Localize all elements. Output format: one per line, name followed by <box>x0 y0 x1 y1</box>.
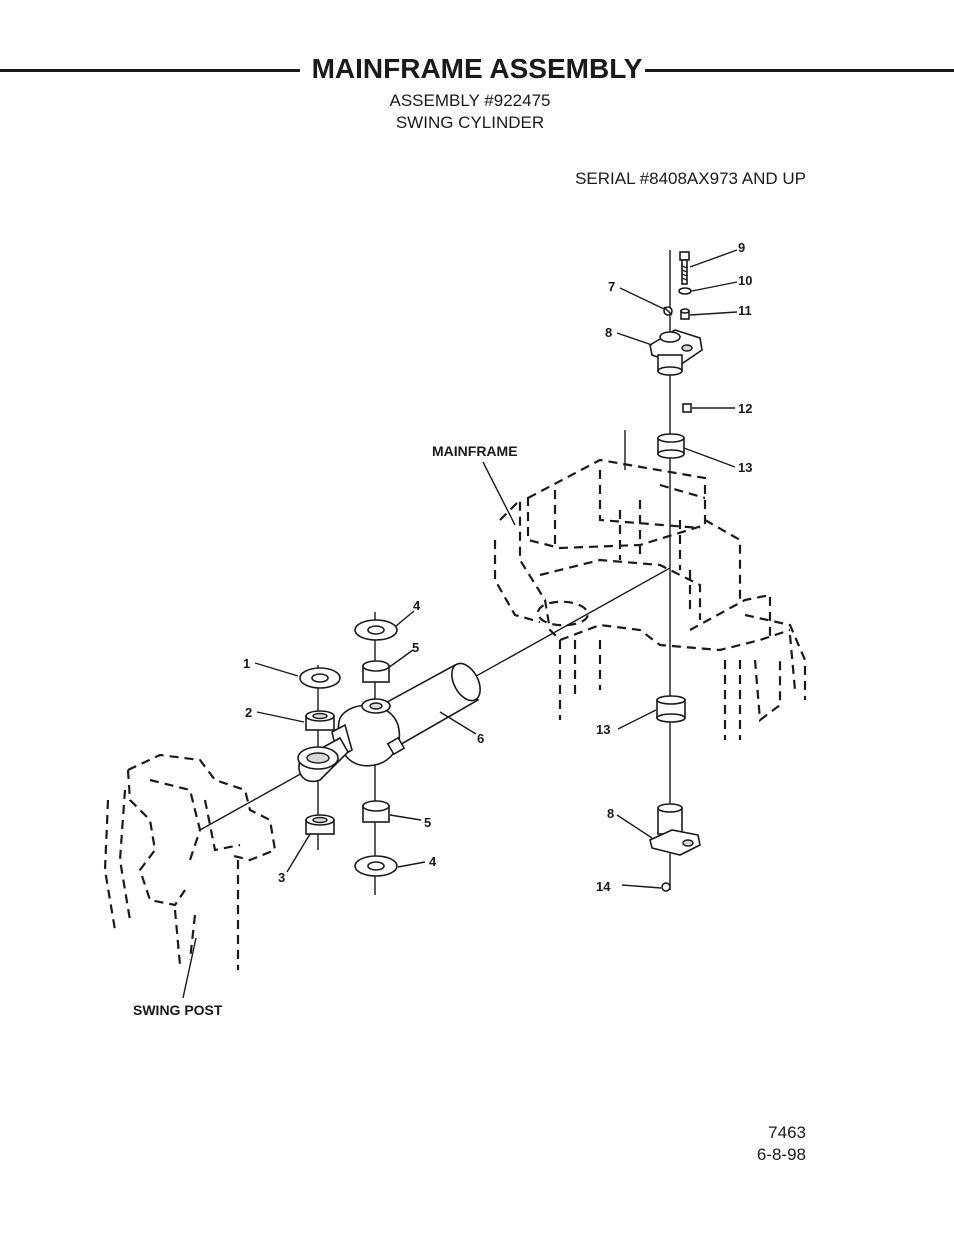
drawing-number: 7463 <box>768 1123 806 1142</box>
label-mainframe: MAINFRAME <box>432 443 518 459</box>
drawing-date: 6-8-98 <box>756 1145 806 1164</box>
part-3-bushing <box>305 814 335 835</box>
leader-lines <box>182 249 738 999</box>
swing-post-phantom <box>103 753 277 970</box>
part-12-nut <box>682 403 692 413</box>
callout-10: 10 <box>738 273 752 288</box>
part-4-washer-bottom <box>354 855 398 877</box>
callout-2: 2 <box>245 705 252 720</box>
part-13-bushing-top <box>657 433 685 459</box>
page-title: MAINFRAME ASSEMBLY <box>0 53 954 85</box>
part-10-washer <box>678 287 692 295</box>
callout-8-top: 8 <box>605 325 612 340</box>
part-2-bushing <box>305 710 335 731</box>
mainframe-phantom <box>493 458 807 740</box>
part-5-bushing-top <box>362 660 390 683</box>
part-14-fitting <box>661 882 671 892</box>
assembly-number: ASSEMBLY #922475 <box>389 91 551 110</box>
callout-5-bottom: 5 <box>424 815 431 830</box>
callout-14: 14 <box>596 879 611 894</box>
callout-4-bottom: 4 <box>429 854 437 869</box>
part-1-washer <box>299 667 341 689</box>
assembly-subtitle: SWING CYLINDER <box>395 113 545 132</box>
title-rule-left <box>0 69 300 72</box>
callout-1: 1 <box>243 656 250 671</box>
callout-11: 11 <box>738 303 752 318</box>
part-4-washer-top <box>354 619 398 641</box>
rod-end <box>297 736 349 782</box>
callout-3: 3 <box>278 870 285 885</box>
page-title-text: MAINFRAME ASSEMBLY <box>308 53 646 84</box>
part-8-pin-top <box>649 329 703 376</box>
part-11-spacer <box>680 308 690 320</box>
callout-13-top: 13 <box>738 460 752 475</box>
callout-13-bottom: 13 <box>596 722 610 737</box>
callout-8-bottom: 8 <box>607 806 614 821</box>
callout-4-top: 4 <box>413 598 421 613</box>
part-13-bushing-bottom <box>656 695 686 723</box>
part-6-swing-cylinder <box>331 662 481 767</box>
callout-6: 6 <box>477 731 484 746</box>
callout-12: 12 <box>738 401 752 416</box>
part-8-pin-bottom <box>649 803 701 856</box>
label-swing-post: SWING POST <box>133 1002 223 1018</box>
part-5-bushing-bottom <box>362 800 390 823</box>
callout-5-top: 5 <box>412 640 419 655</box>
callout-7: 7 <box>608 279 615 294</box>
part-9-bolt <box>679 251 690 285</box>
part-7-fitting <box>663 306 673 316</box>
serial-range: SERIAL #8408AX973 AND UP <box>575 169 806 188</box>
callout-9: 9 <box>738 240 745 255</box>
title-rule-right <box>636 69 954 72</box>
